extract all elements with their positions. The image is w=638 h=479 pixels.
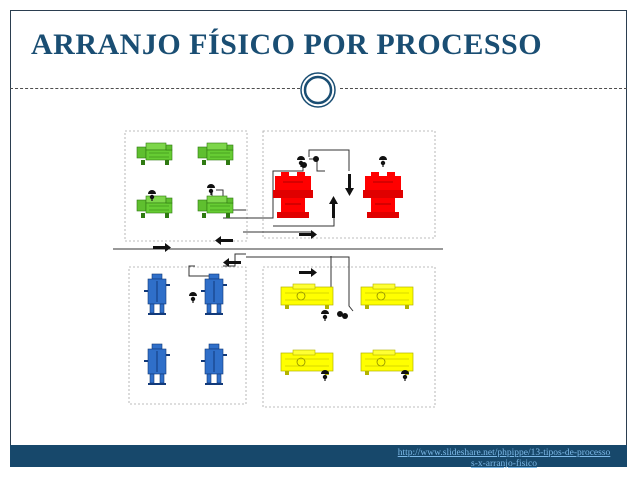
medallion-icon — [300, 72, 336, 108]
flow-arrow-icon — [153, 174, 354, 277]
title-divider-left — [10, 88, 300, 89]
process-layout-diagram — [113, 126, 443, 409]
footer-bar — [10, 445, 627, 467]
blue-department-zone — [128, 266, 247, 405]
slide-title: ARRANJO FÍSICO POR PROCESSO — [31, 28, 543, 61]
flow-junction-dots — [301, 156, 348, 319]
title-divider-right — [340, 88, 627, 89]
source-link[interactable]: http://www.slideshare.net/phpippe/13-tip… — [397, 448, 611, 469]
